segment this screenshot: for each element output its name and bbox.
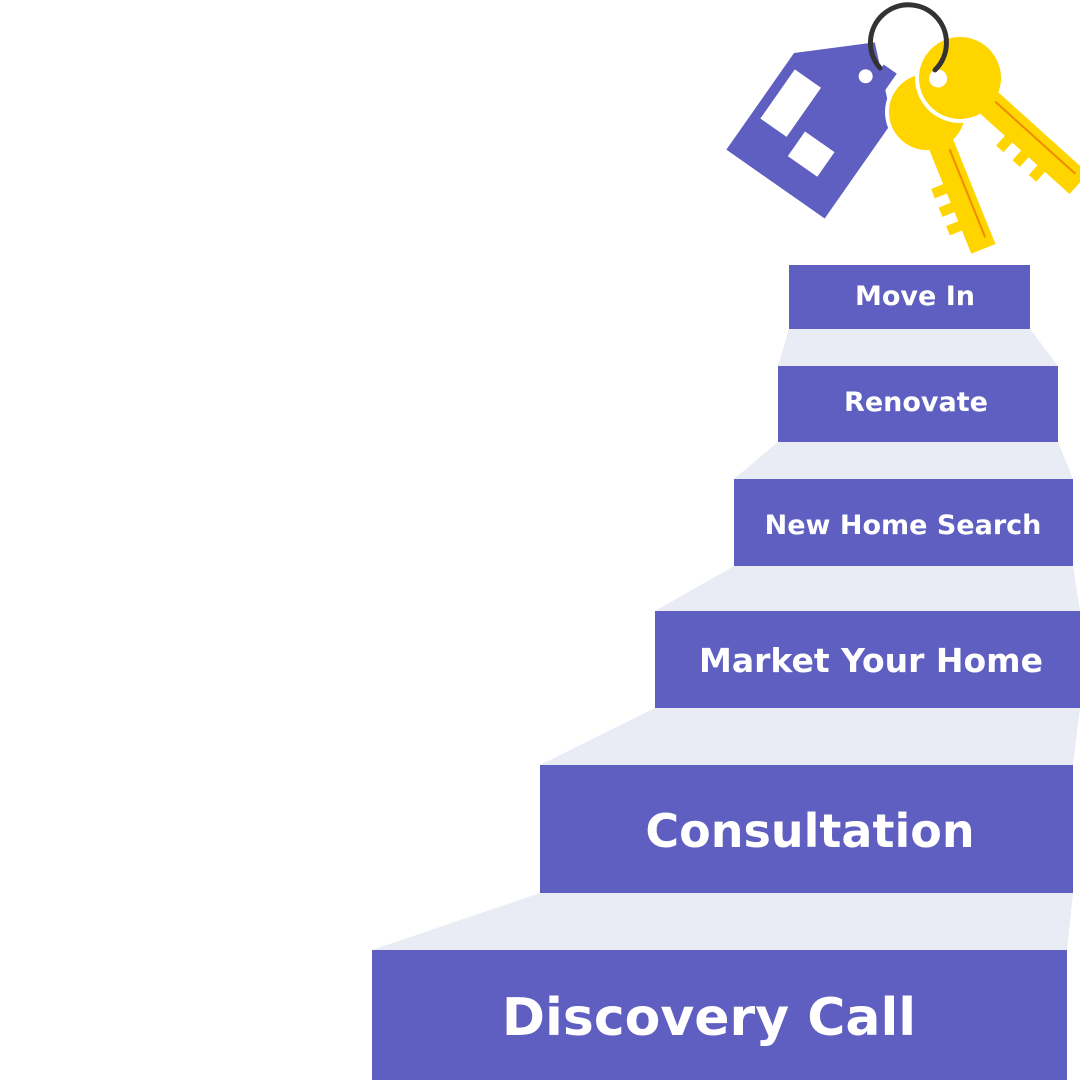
step-label-move-in: Move In [855, 281, 975, 312]
step-label-consultation: Consultation [645, 804, 974, 858]
tread-2 [540, 708, 1080, 765]
step-label-new-home-search: New Home Search [765, 510, 1042, 541]
step-label-renovate: Renovate [844, 387, 988, 418]
step-renovate [778, 366, 1058, 442]
tread-3 [655, 566, 1080, 611]
house-keychain-icon [726, 42, 897, 219]
step-discovery-call [372, 950, 1067, 1080]
key-ring-icon [868, 2, 949, 73]
step-market-your-home [655, 611, 1080, 708]
gold-key-icon [915, 33, 1080, 195]
step-new-home-search [734, 479, 1073, 566]
step-labels: Discovery Call Consultation Market Your … [502, 281, 1043, 1048]
step-fronts [372, 265, 1080, 1080]
step-label-market-your-home: Market Your Home [699, 641, 1043, 680]
tread-5 [778, 329, 1058, 366]
step-label-discovery-call: Discovery Call [502, 988, 916, 1048]
tread-4 [734, 442, 1073, 479]
step-treads [372, 329, 1080, 950]
keychain-illustration [726, 2, 1080, 254]
step-consultation [540, 765, 1073, 893]
tread-1 [372, 893, 1073, 950]
step-move-in [789, 265, 1030, 329]
